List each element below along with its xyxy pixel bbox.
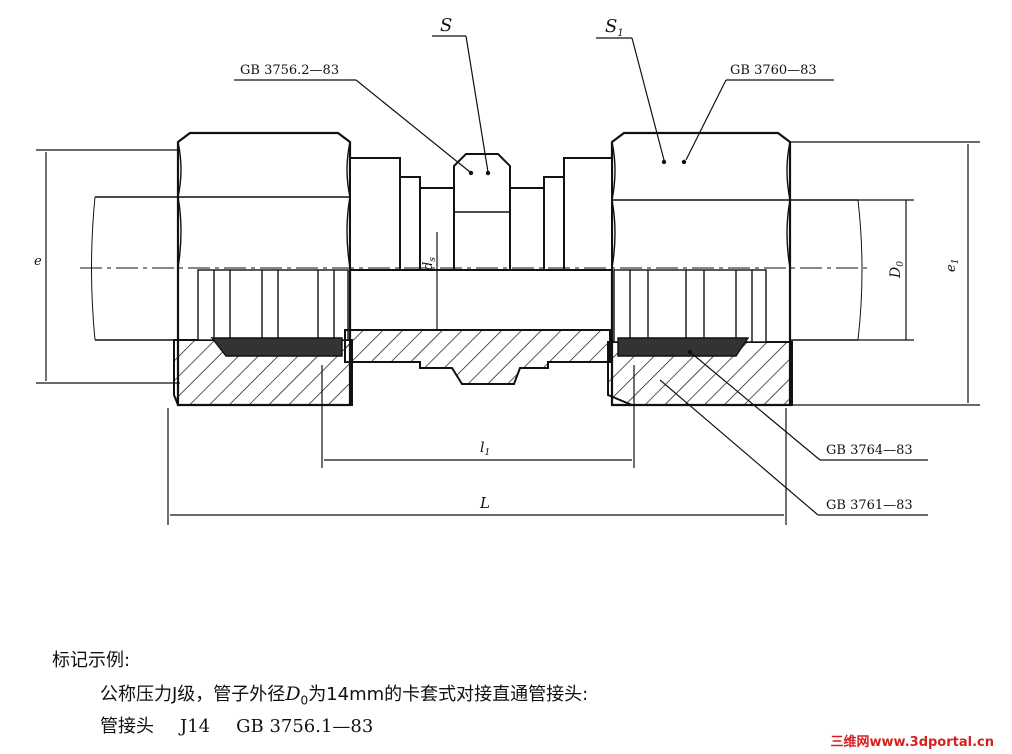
leader-s [432,35,489,173]
leader-nut [685,79,834,161]
left-ferrule [210,337,343,357]
code-standard: GB 3756.1—83 [236,716,374,737]
code-grade: J14 [180,716,211,737]
label-l1: l1 [480,440,490,458]
label-ds: ds [421,257,438,270]
dim-e [36,149,180,384]
dim-d0 [858,199,914,341]
label-e: e [34,254,42,269]
label-d0: D0 [888,261,906,279]
leader-body [234,79,471,173]
std-nut: GB 3760—83 [730,63,817,78]
std-body: GB 3756.2—83 [240,63,339,78]
dim-l [167,408,787,525]
std-ferrule: GB 3764—83 [826,443,913,458]
right-ferrule [617,337,750,357]
label-s1: S1 [605,16,624,39]
fitting-drawing: e e1 D0 ds l1 L S S1 [34,15,980,525]
example-title: 标记示例: [52,650,131,671]
label-l: L [479,494,490,512]
leader-ferrule [689,351,928,461]
right-nut-thread [613,269,767,343]
std-nut-part: GB 3761—83 [826,498,913,513]
leader-s1 [596,37,665,161]
dim-e1 [790,141,980,406]
label-e1: e1 [944,259,961,272]
leader-nut-part [659,379,928,516]
dim-l1 [321,365,635,468]
body-section [344,329,611,385]
code-name: 管接头 [100,716,154,737]
example-code: 管接头 J14 GB 3756.1—83 [100,712,399,738]
left-nut-thread [197,269,349,341]
label-s: S [440,15,452,36]
watermark: 三维网www.3dportal.cn [830,735,994,750]
body-upper [349,153,613,271]
example-description: 公称压力J级，管子外径D0为14mm的卡套式对接直通管接头: [100,683,589,708]
tube-right [790,199,863,341]
